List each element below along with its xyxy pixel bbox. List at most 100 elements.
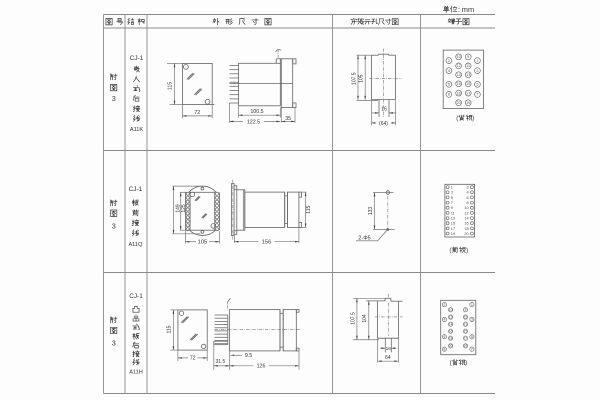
svg-text:19: 19 <box>466 101 470 105</box>
svg-text:11: 11 <box>451 210 455 215</box>
svg-text:125: 125 <box>181 204 187 213</box>
svg-text:16: 16 <box>381 107 387 113</box>
svg-text:1: 1 <box>451 185 453 190</box>
svg-text:12: 12 <box>449 315 453 319</box>
svg-text:16: 16 <box>386 346 392 352</box>
svg-text:9: 9 <box>451 205 453 210</box>
svg-text:104: 104 <box>362 314 368 323</box>
svg-text:3: 3 <box>112 222 116 231</box>
svg-text:CJ-1: CJ-1 <box>129 186 143 193</box>
svg-text:9.5: 9.5 <box>245 353 252 359</box>
svg-text:19: 19 <box>464 344 468 348</box>
svg-text:12: 12 <box>457 64 461 68</box>
svg-text:17: 17 <box>451 226 455 231</box>
svg-text:15: 15 <box>466 82 470 86</box>
svg-text:(: ( <box>450 360 453 367</box>
svg-text:2: 2 <box>467 185 469 190</box>
svg-text:9: 9 <box>465 308 467 312</box>
svg-text:13: 13 <box>466 73 470 77</box>
svg-text:): ) <box>465 360 467 367</box>
svg-text:): ) <box>472 115 474 122</box>
svg-text::: : <box>458 5 460 14</box>
svg-text:133: 133 <box>368 207 374 216</box>
svg-text:18: 18 <box>464 226 468 231</box>
svg-text:12: 12 <box>464 210 468 215</box>
svg-text:115: 115 <box>167 325 173 333</box>
svg-text:10: 10 <box>449 308 453 312</box>
svg-text:64: 64 <box>385 355 391 361</box>
svg-text:18: 18 <box>457 91 461 95</box>
svg-text:20: 20 <box>449 344 453 348</box>
svg-text:11: 11 <box>466 64 470 68</box>
svg-text:11: 11 <box>464 315 468 319</box>
svg-text:13: 13 <box>451 216 455 221</box>
svg-text:17: 17 <box>464 337 468 341</box>
svg-text:A11H: A11H <box>129 369 143 375</box>
svg-text:72: 72 <box>190 356 196 362</box>
svg-text:10: 10 <box>464 205 469 210</box>
svg-text:CJ-1: CJ-1 <box>130 55 144 62</box>
svg-text:7: 7 <box>476 93 478 97</box>
svg-text:10: 10 <box>457 55 461 59</box>
svg-text:5: 5 <box>451 195 453 200</box>
svg-text:8: 8 <box>443 348 445 352</box>
svg-text:A11K: A11K <box>130 127 144 133</box>
svg-text:6: 6 <box>467 195 469 200</box>
svg-text:(: ( <box>449 247 452 254</box>
svg-text:3: 3 <box>476 69 478 73</box>
svg-text:107.5: 107.5 <box>350 312 356 325</box>
svg-text:16: 16 <box>457 82 461 86</box>
svg-text:31.5: 31.5 <box>216 359 226 365</box>
svg-text:3: 3 <box>112 338 116 347</box>
svg-text:3: 3 <box>471 318 473 322</box>
svg-text:4: 4 <box>448 69 450 73</box>
svg-text:(64): (64) <box>379 121 388 127</box>
svg-text:6: 6 <box>443 335 445 339</box>
svg-text:6: 6 <box>448 83 450 87</box>
svg-text:19: 19 <box>451 231 455 236</box>
svg-text:13: 13 <box>464 323 468 327</box>
svg-text:105: 105 <box>198 240 208 246</box>
svg-text:72: 72 <box>194 110 200 116</box>
svg-text:149: 149 <box>176 204 182 213</box>
svg-text:107.5: 107.5 <box>352 72 358 85</box>
svg-text:3: 3 <box>451 190 453 195</box>
svg-text:8: 8 <box>467 200 469 205</box>
svg-text:1: 1 <box>471 303 473 307</box>
svg-text:115: 115 <box>168 82 174 90</box>
svg-text:(: ( <box>456 115 459 122</box>
svg-text:15: 15 <box>464 330 468 334</box>
svg-text:mm: mm <box>462 5 474 14</box>
svg-text:20: 20 <box>457 101 461 105</box>
svg-text:2: 2 <box>448 59 450 63</box>
svg-text:14: 14 <box>449 323 453 327</box>
svg-text:4: 4 <box>467 190 470 195</box>
svg-text:100.5: 100.5 <box>250 109 263 115</box>
svg-text:7: 7 <box>451 200 453 205</box>
svg-text:122.5: 122.5 <box>247 119 260 125</box>
svg-text:16: 16 <box>449 330 453 334</box>
svg-text:CJ-1: CJ-1 <box>129 293 143 300</box>
svg-text:16: 16 <box>464 221 468 226</box>
svg-text:8: 8 <box>448 93 450 97</box>
svg-text:1: 1 <box>476 59 478 63</box>
svg-text:15: 15 <box>451 221 455 226</box>
svg-text:A11Q: A11Q <box>128 242 143 248</box>
svg-text:18: 18 <box>449 337 453 341</box>
svg-text:5: 5 <box>476 83 478 87</box>
svg-text:7: 7 <box>471 348 473 352</box>
svg-text:14: 14 <box>464 216 469 221</box>
svg-text:126: 126 <box>257 364 266 370</box>
svg-text:105: 105 <box>359 74 365 83</box>
svg-text:2-Φ5: 2-Φ5 <box>358 235 371 241</box>
svg-text:9: 9 <box>467 55 469 59</box>
svg-text:35: 35 <box>285 116 291 122</box>
svg-text:5: 5 <box>471 335 473 339</box>
svg-text:115: 115 <box>306 206 312 214</box>
svg-text:17: 17 <box>466 91 470 95</box>
svg-text:3: 3 <box>112 94 116 103</box>
svg-text:2: 2 <box>443 303 445 307</box>
svg-text:): ) <box>466 247 468 254</box>
svg-text:20: 20 <box>464 231 469 236</box>
svg-text:14: 14 <box>457 73 461 77</box>
